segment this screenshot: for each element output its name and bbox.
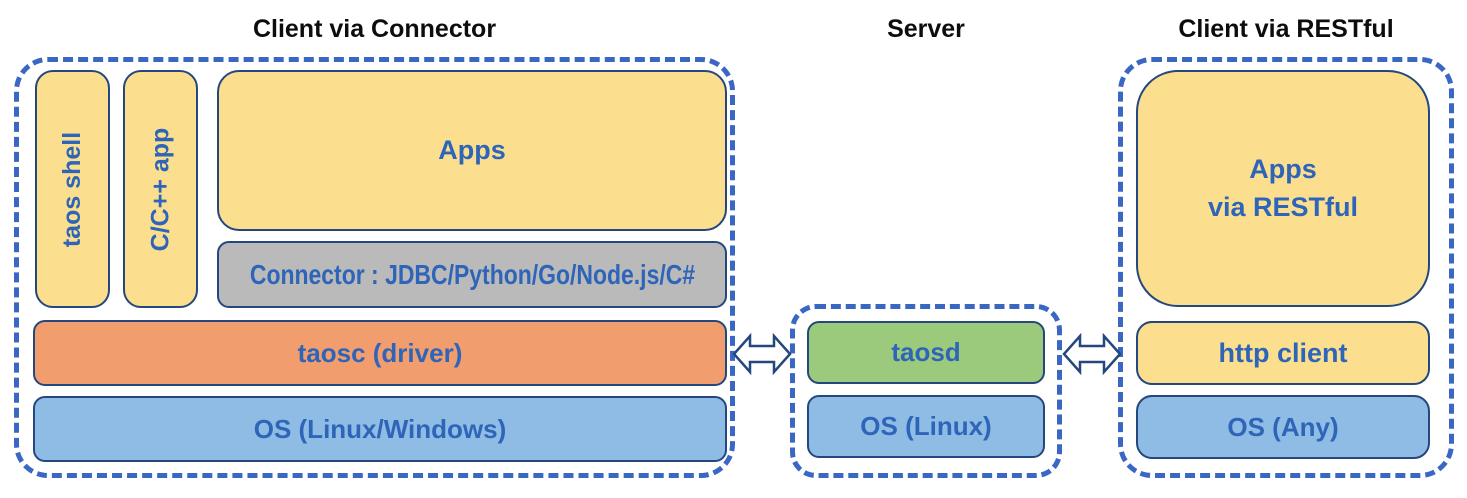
client-restful-title: Client via RESTful <box>1178 15 1394 43</box>
taos-shell-label: taos shell <box>58 131 87 247</box>
apps-via-restful-label-line1: Apps <box>1249 153 1317 184</box>
os-any-box: OS (Any) <box>1136 395 1430 459</box>
bidirectional-arrow-left-icon <box>732 332 792 376</box>
http-client-label: http client <box>1218 337 1348 368</box>
taosd-box: taosd <box>807 321 1045 384</box>
os-linux-windows-label: OS (Linux/Windows) <box>253 413 507 444</box>
apps-box: Apps <box>217 70 727 231</box>
http-client-box: http client <box>1136 321 1430 385</box>
os-linux-label: OS (Linux) <box>860 411 992 441</box>
os-linux-box: OS (Linux) <box>807 395 1045 458</box>
taosc-driver-label: taosc (driver) <box>297 337 463 368</box>
client-connector-title: Client via Connector <box>252 15 497 43</box>
taosd-label: taosd <box>891 337 961 367</box>
cpp-app-label: C/C++ app <box>146 127 174 251</box>
apps-label: Apps <box>438 135 506 165</box>
os-linux-windows-box: OS (Linux/Windows) <box>33 396 727 462</box>
client-restful-section: Apps via RESTful http client OS (Any) <box>1118 57 1454 478</box>
taos-shell-box: taos shell <box>35 70 110 308</box>
apps-via-restful-box: Apps via RESTful <box>1136 70 1430 307</box>
cpp-app-box: C/C++ app <box>123 70 198 308</box>
connector-box: Connector : JDBC/Python/Go/Node.js/C# <box>217 241 727 308</box>
server-section: taosd OS (Linux) <box>790 304 1062 478</box>
taosc-driver-box: taosc (driver) <box>33 320 727 386</box>
connector-label: Connector : JDBC/Python/Go/Node.js/C# <box>249 258 695 290</box>
client-connector-section: taos shell C/C++ app Apps Connector : JD… <box>14 57 735 478</box>
server-title: Server <box>887 15 965 43</box>
os-any-label: OS (Any) <box>1227 411 1339 442</box>
apps-via-restful-label-line2: via RESTful <box>1207 191 1359 222</box>
bidirectional-arrow-right-icon <box>1062 332 1122 376</box>
